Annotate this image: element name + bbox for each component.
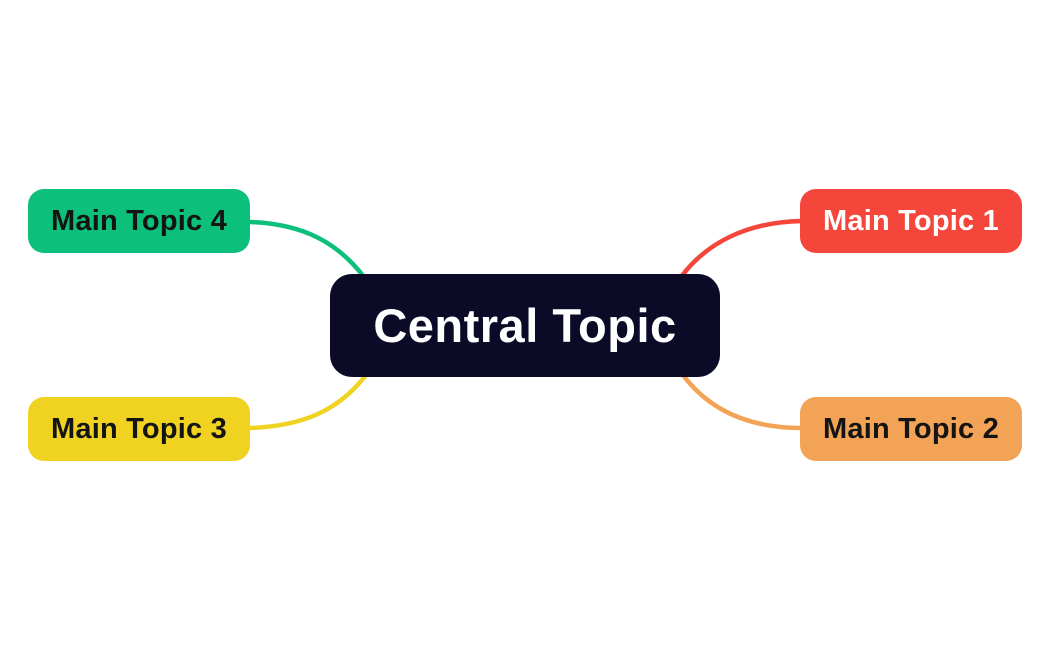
connector-central-to-main-topic-3 (247, 372, 369, 431)
central-topic-label: Central Topic (373, 299, 677, 352)
main-topic-4-label: Main Topic 4 (51, 204, 227, 237)
connector-central-to-main-topic-1 (678, 218, 805, 280)
main-topic-1-label: Main Topic 1 (823, 204, 999, 237)
connector-central-to-main-topic-4 (247, 219, 367, 280)
main-topic-3-label: Main Topic 3 (51, 412, 227, 445)
main-topic-3-node[interactable]: Main Topic 3 (28, 397, 250, 461)
main-topic-2-node[interactable]: Main Topic 2 (800, 397, 1022, 461)
central-topic-node[interactable]: Central Topic (330, 274, 720, 377)
main-topic-1-node[interactable]: Main Topic 1 (800, 189, 1022, 253)
connector-central-to-main-topic-2 (680, 372, 805, 431)
main-topic-4-node[interactable]: Main Topic 4 (28, 189, 250, 253)
main-topic-2-label: Main Topic 2 (823, 412, 999, 445)
